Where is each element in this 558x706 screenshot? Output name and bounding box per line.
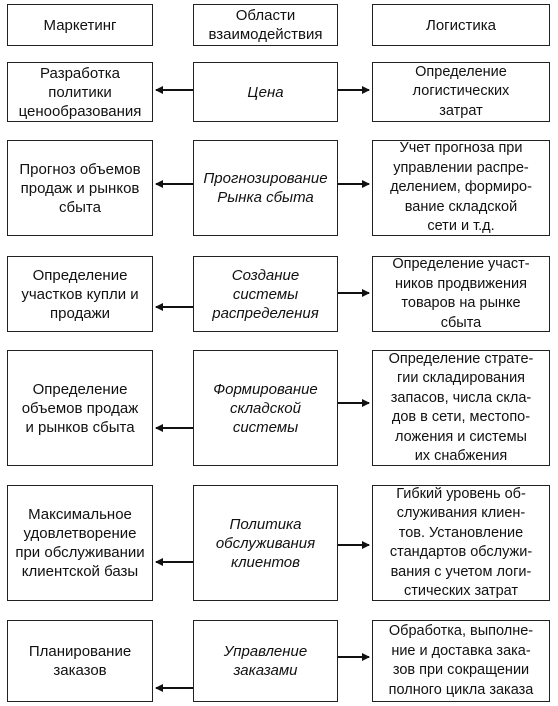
area-box-3: Создание системы распределения bbox=[193, 256, 338, 332]
marketing-box-5: Максимальное удовлетворение при обслужив… bbox=[7, 485, 153, 601]
logistics-label-2: Учет прогноза при управлении распре- дел… bbox=[390, 140, 532, 235]
marketing-label-1: Разработка политики ценообразования bbox=[18, 64, 142, 120]
logistics-box-3: Определение участ- ников продвижения тов… bbox=[372, 256, 550, 332]
area-box-6: Управление заказами bbox=[193, 620, 338, 702]
logistics-box-6: Обработка, выполне- ние и доставка зака-… bbox=[372, 620, 550, 702]
area-box-2: Прогнозирование Рынка сбыта bbox=[193, 140, 338, 236]
logistics-box-1: Определение логистических затрат bbox=[372, 62, 550, 122]
header-areas-label: Области взаимодействия bbox=[208, 7, 323, 43]
area-label-2: Прогнозирование Рынка сбыта bbox=[203, 170, 328, 206]
header-logistics: Логистика bbox=[372, 4, 550, 46]
area-box-4: Формирование складской системы bbox=[193, 350, 338, 466]
logistics-label-4: Определение страте- гии складирования за… bbox=[388, 350, 534, 465]
area-label-1: Цена bbox=[247, 83, 284, 101]
logistics-label-1: Определение логистических затрат bbox=[412, 63, 510, 119]
marketing-label-2: Прогноз объемов продаж и рынков сбыта bbox=[19, 160, 141, 216]
area-label-4: Формирование складской системы bbox=[213, 380, 318, 436]
marketing-box-2: Прогноз объемов продаж и рынков сбыта bbox=[7, 140, 153, 236]
area-label-6: Управление заказами bbox=[223, 643, 308, 679]
logistics-label-6: Обработка, выполне- ние и доставка зака-… bbox=[388, 623, 534, 698]
area-label-5: Политика обслуживания клиентов bbox=[215, 515, 316, 571]
marketing-label-6: Планирование заказов bbox=[28, 643, 132, 679]
header-marketing: Маркетинг bbox=[7, 4, 153, 46]
logistics-label-3: Определение участ- ников продвижения тов… bbox=[392, 256, 530, 331]
marketing-box-6: Планирование заказов bbox=[7, 620, 153, 702]
marketing-label-5: Максимальное удовлетворение при обслужив… bbox=[15, 506, 145, 580]
logistics-box-2: Учет прогноза при управлении распре- дел… bbox=[372, 140, 550, 236]
header-marketing-label: Маркетинг bbox=[43, 16, 117, 34]
logistics-box-4: Определение страте- гии складирования за… bbox=[372, 350, 550, 466]
marketing-box-3: Определение участков купли и продажи bbox=[7, 256, 153, 332]
area-box-5: Политика обслуживания клиентов bbox=[193, 485, 338, 601]
logistics-label-5: Гибкий уровень об- служивания клиен- тов… bbox=[389, 485, 533, 600]
marketing-label-3: Определение участков купли и продажи bbox=[21, 266, 139, 322]
marketing-box-1: Разработка политики ценообразования bbox=[7, 62, 153, 122]
logistics-box-5: Гибкий уровень об- служивания клиен- тов… bbox=[372, 485, 550, 601]
header-areas: Области взаимодействия bbox=[193, 4, 338, 46]
marketing-box-4: Определение объемов продаж и рынков сбыт… bbox=[7, 350, 153, 466]
marketing-label-4: Определение объемов продаж и рынков сбыт… bbox=[21, 380, 139, 436]
area-box-1: Цена bbox=[193, 62, 338, 122]
area-label-3: Создание системы распределения bbox=[212, 266, 319, 322]
header-logistics-label: Логистика bbox=[425, 16, 497, 34]
